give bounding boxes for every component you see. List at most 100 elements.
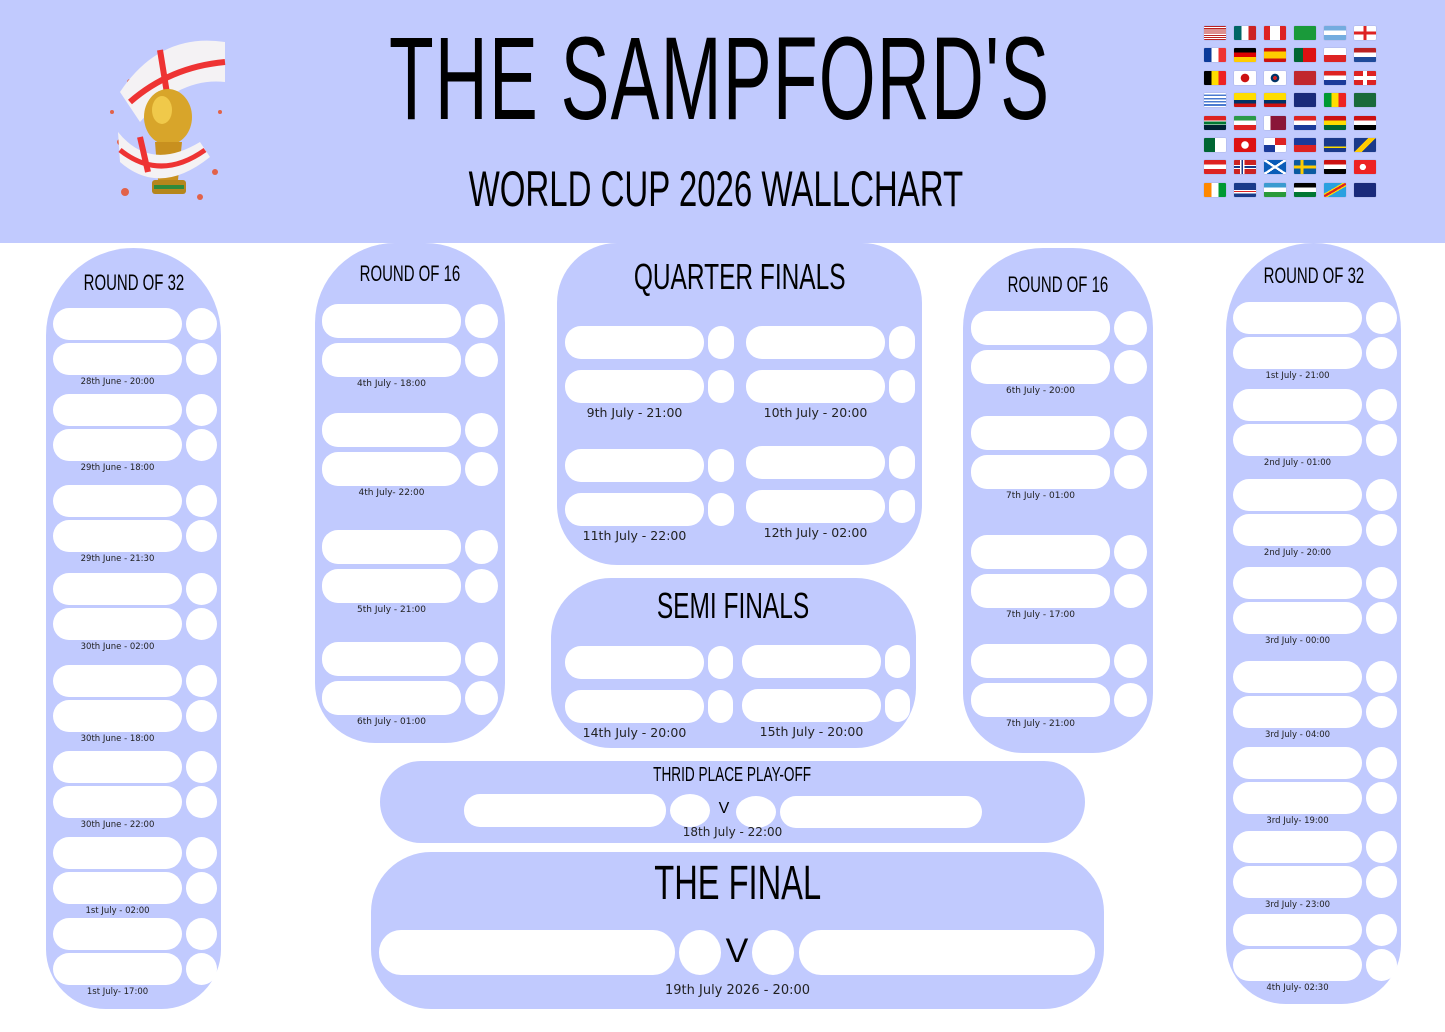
team-1-score[interactable] <box>1366 302 1397 334</box>
third-place-team-1-slot[interactable] <box>464 794 666 827</box>
team-2-slot[interactable] <box>971 455 1110 489</box>
team-1-score[interactable] <box>186 485 217 517</box>
team-1-slot[interactable] <box>53 485 182 517</box>
team-2-score[interactable] <box>708 370 734 403</box>
team-1-score[interactable] <box>186 308 217 340</box>
team-1-slot[interactable] <box>1233 661 1362 693</box>
team-1-score[interactable] <box>186 918 217 950</box>
team-1-slot[interactable] <box>53 751 182 783</box>
team-2-score[interactable] <box>1114 350 1147 384</box>
team-2-score[interactable] <box>186 700 217 732</box>
team-1-score[interactable] <box>186 751 217 783</box>
final-team-1-score[interactable] <box>679 930 721 975</box>
final-team-2-score[interactable] <box>752 930 794 975</box>
team-2-score[interactable] <box>1366 866 1397 898</box>
final-team-2-slot[interactable] <box>799 930 1095 975</box>
team-2-slot[interactable] <box>565 370 704 403</box>
team-1-score[interactable] <box>1114 535 1147 569</box>
team-1-slot[interactable] <box>565 449 704 482</box>
team-2-slot[interactable] <box>746 490 885 523</box>
team-2-slot[interactable] <box>971 350 1110 384</box>
team-1-slot[interactable] <box>53 837 182 869</box>
team-2-slot[interactable] <box>53 429 182 461</box>
team-1-slot[interactable] <box>1233 914 1362 946</box>
team-2-score[interactable] <box>1114 455 1147 489</box>
team-2-slot[interactable] <box>742 689 881 722</box>
team-1-score[interactable] <box>1366 914 1397 946</box>
team-1-slot[interactable] <box>742 645 881 678</box>
team-2-score[interactable] <box>186 429 217 461</box>
team-1-slot[interactable] <box>322 413 461 447</box>
team-1-slot[interactable] <box>322 642 461 676</box>
team-2-score[interactable] <box>186 872 217 904</box>
team-2-score[interactable] <box>186 343 217 375</box>
team-1-slot[interactable] <box>322 304 461 338</box>
team-2-score[interactable] <box>186 953 217 985</box>
team-2-slot[interactable] <box>746 370 885 403</box>
team-1-score[interactable] <box>1366 567 1397 599</box>
team-1-slot[interactable] <box>971 644 1110 678</box>
team-1-score[interactable] <box>885 645 910 678</box>
team-1-score[interactable] <box>465 413 498 447</box>
team-2-score[interactable] <box>708 690 733 723</box>
team-2-slot[interactable] <box>53 700 182 732</box>
team-2-slot[interactable] <box>1233 602 1362 634</box>
team-2-score[interactable] <box>465 681 498 715</box>
team-2-slot[interactable] <box>1233 782 1362 814</box>
team-2-slot[interactable] <box>1233 949 1362 981</box>
team-1-slot[interactable] <box>971 311 1110 345</box>
team-2-score[interactable] <box>465 452 498 486</box>
team-1-score[interactable] <box>465 642 498 676</box>
team-1-score[interactable] <box>1114 416 1147 450</box>
team-2-score[interactable] <box>1366 696 1397 728</box>
team-2-score[interactable] <box>186 608 217 640</box>
team-1-score[interactable] <box>1114 311 1147 345</box>
team-1-slot[interactable] <box>53 308 182 340</box>
team-1-slot[interactable] <box>53 573 182 605</box>
team-1-score[interactable] <box>1366 831 1397 863</box>
team-2-score[interactable] <box>1114 574 1147 608</box>
team-1-slot[interactable] <box>565 326 704 359</box>
team-1-score[interactable] <box>1114 644 1147 678</box>
team-1-score[interactable] <box>708 646 733 679</box>
team-2-slot[interactable] <box>322 452 461 486</box>
team-1-slot[interactable] <box>746 446 885 479</box>
team-2-slot[interactable] <box>322 569 461 603</box>
team-2-slot[interactable] <box>1233 514 1362 546</box>
team-2-score[interactable] <box>1114 683 1147 717</box>
team-1-score[interactable] <box>186 665 217 697</box>
team-1-slot[interactable] <box>1233 831 1362 863</box>
team-2-score[interactable] <box>1366 337 1397 369</box>
team-1-score[interactable] <box>465 530 498 564</box>
team-2-slot[interactable] <box>565 690 704 723</box>
team-2-score[interactable] <box>465 569 498 603</box>
team-2-score[interactable] <box>1366 949 1397 981</box>
team-2-slot[interactable] <box>53 520 182 552</box>
team-1-score[interactable] <box>889 326 915 359</box>
team-1-score[interactable] <box>186 394 217 426</box>
team-2-score[interactable] <box>1366 782 1397 814</box>
team-1-slot[interactable] <box>1233 567 1362 599</box>
team-2-slot[interactable] <box>565 493 704 526</box>
team-1-slot[interactable] <box>565 646 704 679</box>
team-1-slot[interactable] <box>53 394 182 426</box>
team-2-score[interactable] <box>465 343 498 377</box>
team-2-slot[interactable] <box>1233 337 1362 369</box>
team-1-slot[interactable] <box>1233 302 1362 334</box>
team-1-slot[interactable] <box>746 326 885 359</box>
team-2-score[interactable] <box>889 370 915 403</box>
team-2-score[interactable] <box>708 493 734 526</box>
team-2-slot[interactable] <box>322 343 461 377</box>
team-1-score[interactable] <box>186 837 217 869</box>
team-1-score[interactable] <box>1366 389 1397 421</box>
team-1-slot[interactable] <box>53 918 182 950</box>
team-2-score[interactable] <box>186 786 217 818</box>
team-2-slot[interactable] <box>53 872 182 904</box>
team-1-score[interactable] <box>1366 747 1397 779</box>
team-2-score[interactable] <box>889 490 915 523</box>
third-place-team-2-slot[interactable] <box>780 796 982 828</box>
team-2-slot[interactable] <box>971 683 1110 717</box>
team-1-score[interactable] <box>708 326 734 359</box>
third-place-team-1-score[interactable] <box>670 794 710 827</box>
team-1-score[interactable] <box>465 304 498 338</box>
